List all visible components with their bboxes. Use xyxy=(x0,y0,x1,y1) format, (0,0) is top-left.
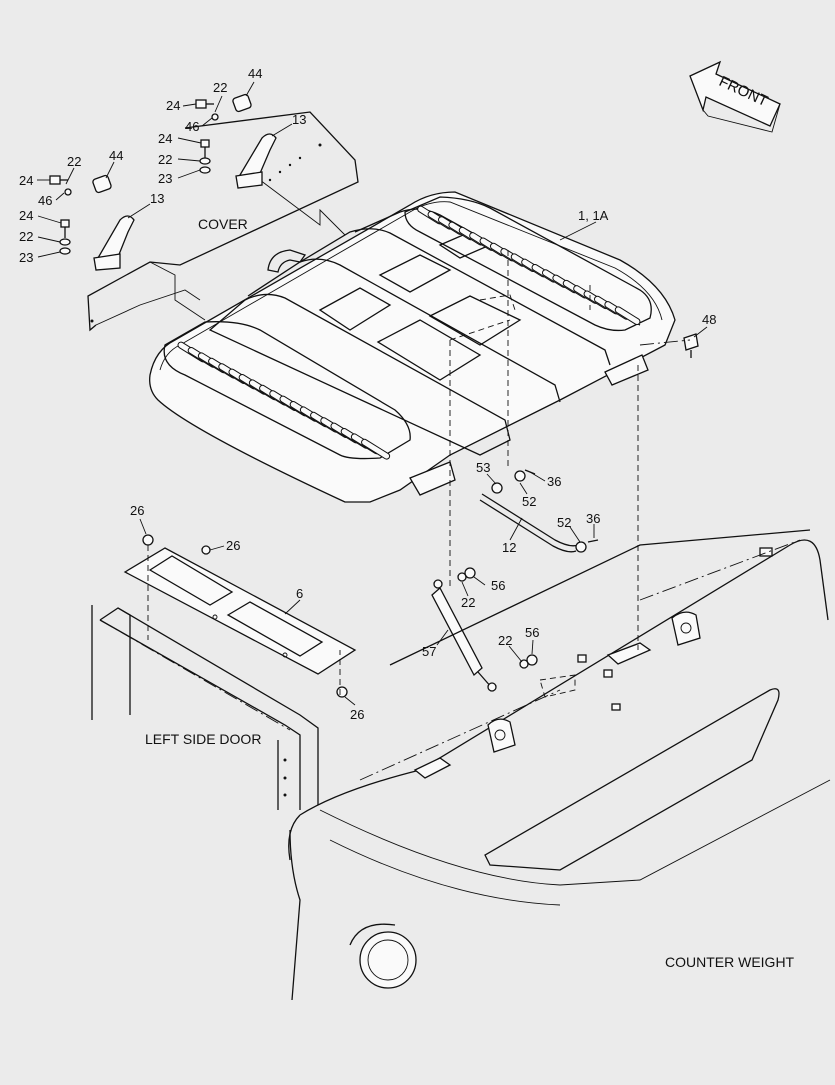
callout-52-b: 52 xyxy=(557,515,571,530)
callout-22-spring-b: 22 xyxy=(498,633,512,648)
callout-24-lower-b: 24 xyxy=(19,208,33,223)
callout-6: 6 xyxy=(296,586,303,601)
vent-slot xyxy=(361,438,391,460)
callout-leaders xyxy=(37,81,708,706)
callout-1-1a: 1, 1A xyxy=(578,208,609,223)
callout-numbers: 44 22 24 46 13 24 22 23 22 44 24 46 13 2… xyxy=(19,66,716,722)
callout-44-upper: 44 xyxy=(248,66,262,81)
fastener-group-upper xyxy=(195,93,252,174)
callout-53: 53 xyxy=(476,460,490,475)
vent-slot xyxy=(614,306,641,326)
callout-48: 48 xyxy=(702,312,716,327)
callout-13-upper: 13 xyxy=(292,112,306,127)
callout-22-lower: 22 xyxy=(67,154,81,169)
callout-24-upper: 24 xyxy=(166,98,180,113)
break-line-right xyxy=(259,179,346,236)
mounting-plate xyxy=(123,534,357,698)
callout-46-upper: 46 xyxy=(185,119,199,134)
latch-assembly-upper xyxy=(235,133,277,189)
callout-56-a: 56 xyxy=(491,578,505,593)
counter-weight xyxy=(288,529,831,1001)
assembly-guide-lines xyxy=(99,250,801,781)
callout-22-upper: 22 xyxy=(213,80,227,95)
fastener-group-lower xyxy=(49,174,112,255)
latch-assembly-lower xyxy=(93,215,135,271)
callout-13-lower: 13 xyxy=(150,191,164,206)
callout-46-lower: 46 xyxy=(38,193,52,208)
callout-44-lower: 44 xyxy=(109,148,123,163)
callout-36-a: 36 xyxy=(547,474,561,489)
callout-57: 57 xyxy=(422,644,436,659)
callout-26-right: 26 xyxy=(226,538,240,553)
cover-label: COVER xyxy=(198,216,248,232)
callout-22-lower-b: 22 xyxy=(19,229,33,244)
right-vent-slots xyxy=(417,205,641,326)
support-rod xyxy=(479,469,599,553)
left-vent-slots xyxy=(177,341,391,460)
callout-24-upper-b: 24 xyxy=(158,131,172,146)
bolt-48 xyxy=(683,333,699,358)
callout-56-b: 56 xyxy=(525,625,539,640)
left-side-door xyxy=(91,605,319,810)
cover-panel xyxy=(87,111,359,332)
callout-23-upper: 23 xyxy=(158,171,172,186)
break-line-left xyxy=(149,261,206,321)
left-side-door-label: LEFT SIDE DOOR xyxy=(145,731,261,747)
callout-12: 12 xyxy=(502,540,516,555)
hood-cover xyxy=(149,191,676,503)
counter-weight-label: COUNTER WEIGHT xyxy=(665,954,795,970)
callout-26-bottom: 26 xyxy=(350,707,364,722)
callout-36-b: 36 xyxy=(586,511,600,526)
callout-24-lower: 24 xyxy=(19,173,33,188)
front-arrow-icon: FRONT xyxy=(689,60,781,133)
callout-22-upper-b: 22 xyxy=(158,152,172,167)
callout-22-spring: 22 xyxy=(461,595,475,610)
gas-spring xyxy=(431,567,538,692)
callout-52-a: 52 xyxy=(522,494,536,509)
callout-26-top: 26 xyxy=(130,503,144,518)
callout-23-lower: 23 xyxy=(19,250,33,265)
